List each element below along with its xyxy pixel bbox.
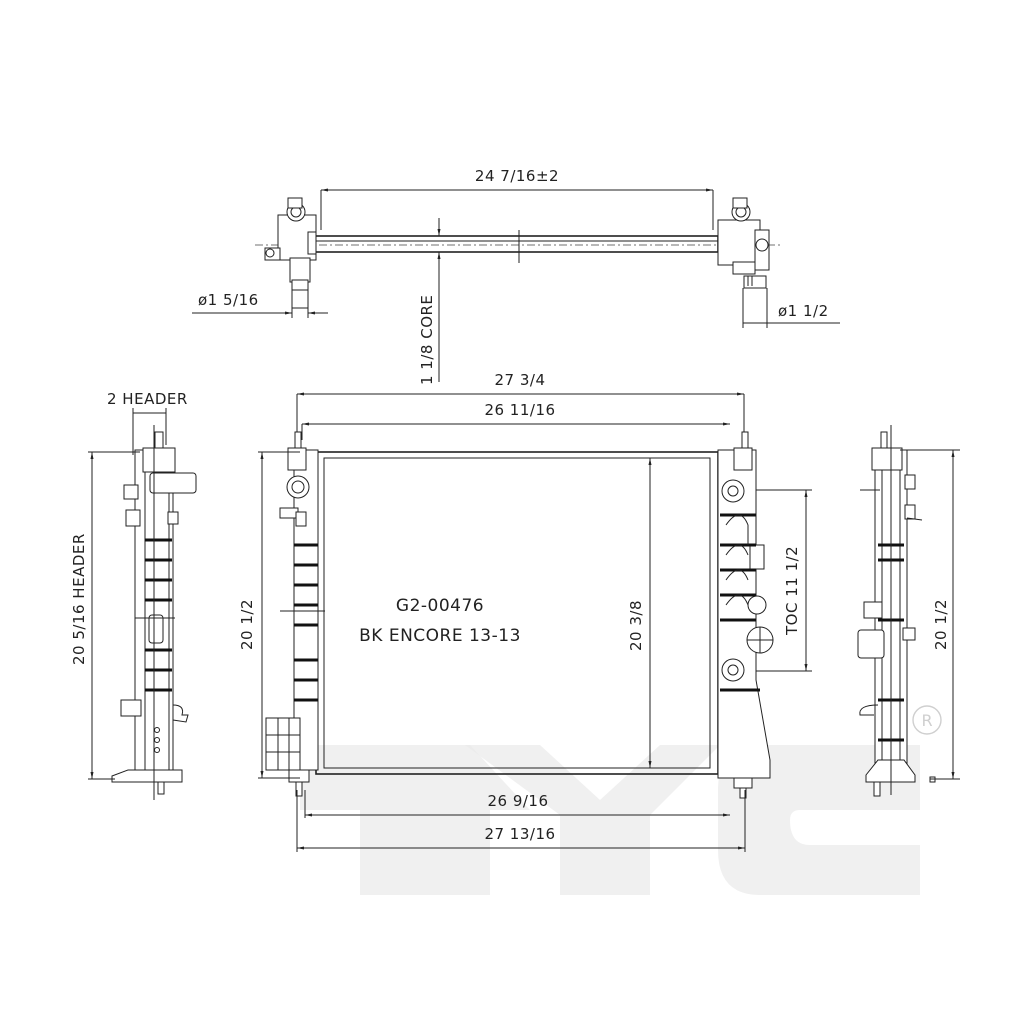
top-overall-dimension: 24 7/16±2 bbox=[475, 167, 559, 185]
outlet-diameter-dimension: ø1 1/2 bbox=[778, 302, 829, 320]
header-width-dimension: 2 HEADER bbox=[107, 390, 188, 408]
core-height-dimension: 20 3/8 bbox=[627, 600, 645, 651]
toc-dimension: TOC 11 1/2 bbox=[783, 546, 801, 636]
part-number: G2-00476 bbox=[396, 596, 484, 616]
core-thickness-dimension: 1 1/8 CORE bbox=[418, 295, 436, 385]
top-left-tank bbox=[264, 197, 317, 309]
front-left-tank bbox=[265, 431, 325, 797]
header-height-dimension: 20 5/16 HEADER bbox=[70, 533, 88, 665]
part-application: BK ENCORE 13-13 bbox=[359, 626, 521, 646]
front-right-tank bbox=[717, 431, 774, 799]
right-side-view: 20 1/2 bbox=[857, 425, 960, 797]
left-side-view: 2 HEADER bbox=[70, 390, 197, 800]
overall-height-dimension: 20 1/2 bbox=[238, 599, 256, 650]
overall-width-top-dimension: 27 3/4 bbox=[495, 371, 546, 389]
top-view: 24 7/16±2 bbox=[192, 167, 840, 385]
registered-mark-text: R bbox=[921, 711, 932, 730]
tyc-watermark-logo: R bbox=[300, 705, 942, 895]
left-side-ribs bbox=[145, 538, 172, 692]
core-width-top-dimension: 26 11/16 bbox=[484, 401, 555, 419]
front-left-ribs bbox=[294, 543, 318, 702]
top-right-tank bbox=[717, 197, 770, 289]
overall-width-bottom-dimension: 27 13/16 bbox=[484, 825, 555, 843]
registered-mark-icon bbox=[912, 705, 942, 735]
right-side-height-dimension: 20 1/2 bbox=[932, 599, 950, 650]
core-width-bottom-dimension: 26 9/16 bbox=[487, 792, 548, 810]
front-view: 27 3/4 26 11/16 bbox=[238, 371, 812, 852]
inlet-diameter-dimension: ø1 5/16 bbox=[198, 291, 259, 309]
